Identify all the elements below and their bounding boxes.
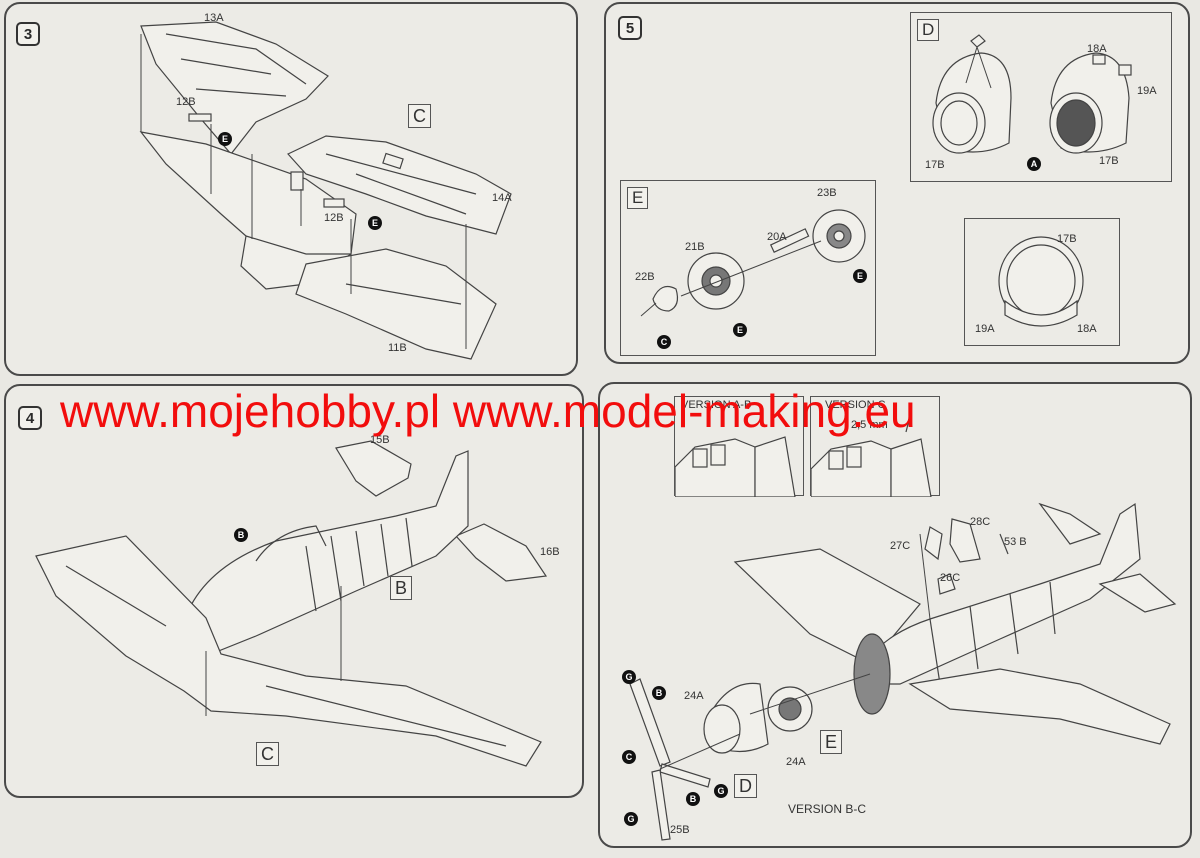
callout-badge: C xyxy=(622,750,636,764)
detail-d-box: D 18A 19A 1 xyxy=(910,12,1172,182)
part-label: 28C xyxy=(970,516,991,528)
part-label: 24A xyxy=(786,756,806,768)
step-6-drawing xyxy=(629,502,1177,841)
step-5-panel: 5 D 18 xyxy=(604,2,1190,364)
version-note: VERSION B-C xyxy=(788,802,867,816)
callout-badge: G xyxy=(624,812,638,826)
callout-badge: E xyxy=(853,269,867,283)
detail-e-box: E 23B 20A 21B 22 xyxy=(620,180,876,356)
step-4-panel: 4 xyxy=(4,384,584,798)
part-label: 20A xyxy=(767,231,787,243)
part-label: 17B xyxy=(925,159,945,171)
watermark-text: www.mojehobby.pl www.model-making.eu xyxy=(60,385,916,437)
part-label: 21B xyxy=(685,241,705,253)
callout-badge: E xyxy=(368,216,382,230)
callout-badge: B xyxy=(686,792,700,806)
part-label: 14A xyxy=(492,192,512,204)
part-label: 24A xyxy=(684,690,704,702)
step-number: 5 xyxy=(618,16,642,40)
part-label: 25B xyxy=(670,824,690,836)
callout-badge: G xyxy=(622,670,636,684)
callout-badge: G xyxy=(714,784,728,798)
canopy-drawing xyxy=(675,436,796,497)
part-label: 18A xyxy=(1087,43,1107,55)
step-4-drawing xyxy=(35,440,548,767)
step-number: 3 xyxy=(16,22,40,46)
part-label: 12B xyxy=(176,96,196,108)
part-label: 16B xyxy=(540,546,560,558)
callout-badge: C xyxy=(657,335,671,349)
detail-label: E xyxy=(627,187,649,209)
ring-detail-box: 17B 19A 18A xyxy=(964,218,1120,346)
view-label: E xyxy=(820,730,843,754)
step-number: 4 xyxy=(18,406,42,430)
part-label: 15B xyxy=(370,434,390,446)
callout-badge: A xyxy=(1027,157,1041,171)
part-label: 19A xyxy=(975,323,995,335)
part-label: 12B xyxy=(324,212,344,224)
part-label: 17B xyxy=(1057,233,1077,245)
canopy-drawing xyxy=(811,411,932,497)
version-c-box: VERSION C 2,5 mm xyxy=(810,396,940,497)
dimension-label: 2,5 mm xyxy=(851,419,888,431)
view-label: C xyxy=(256,742,279,766)
detail-label: D xyxy=(917,19,940,41)
part-label: 23B xyxy=(817,187,837,199)
ring-drawing xyxy=(998,236,1084,327)
version-b-box: VERSION A-B xyxy=(674,396,804,497)
step-3-drawing xyxy=(139,21,512,360)
part-label: 18A xyxy=(1077,323,1097,335)
cowling-drawing xyxy=(932,34,1132,154)
version-label: VERSION A-B xyxy=(681,399,752,411)
callout-badge: B xyxy=(652,686,666,700)
callout-badge: E xyxy=(733,323,747,337)
view-label: B xyxy=(390,576,413,600)
step-6-panel: VERSION A-B VERSION C 2,5 mm xyxy=(598,382,1192,848)
view-label: D xyxy=(734,774,757,798)
view-label: C xyxy=(408,104,431,128)
part-label: 11B xyxy=(388,342,407,354)
callout-badge: E xyxy=(218,132,232,146)
step-3-panel: 3 xyxy=(4,2,578,376)
part-label: 17B xyxy=(1099,155,1119,167)
part-label: 53 B xyxy=(1004,536,1027,548)
engine-drawing xyxy=(640,209,866,317)
part-label: 19A xyxy=(1137,85,1157,97)
part-label: 26C xyxy=(940,572,961,584)
part-label: 13A xyxy=(204,12,224,24)
part-label: 27C xyxy=(890,540,911,552)
version-label: VERSION C xyxy=(825,399,886,411)
callout-badge: B xyxy=(234,528,248,542)
part-label: 22B xyxy=(635,271,655,283)
